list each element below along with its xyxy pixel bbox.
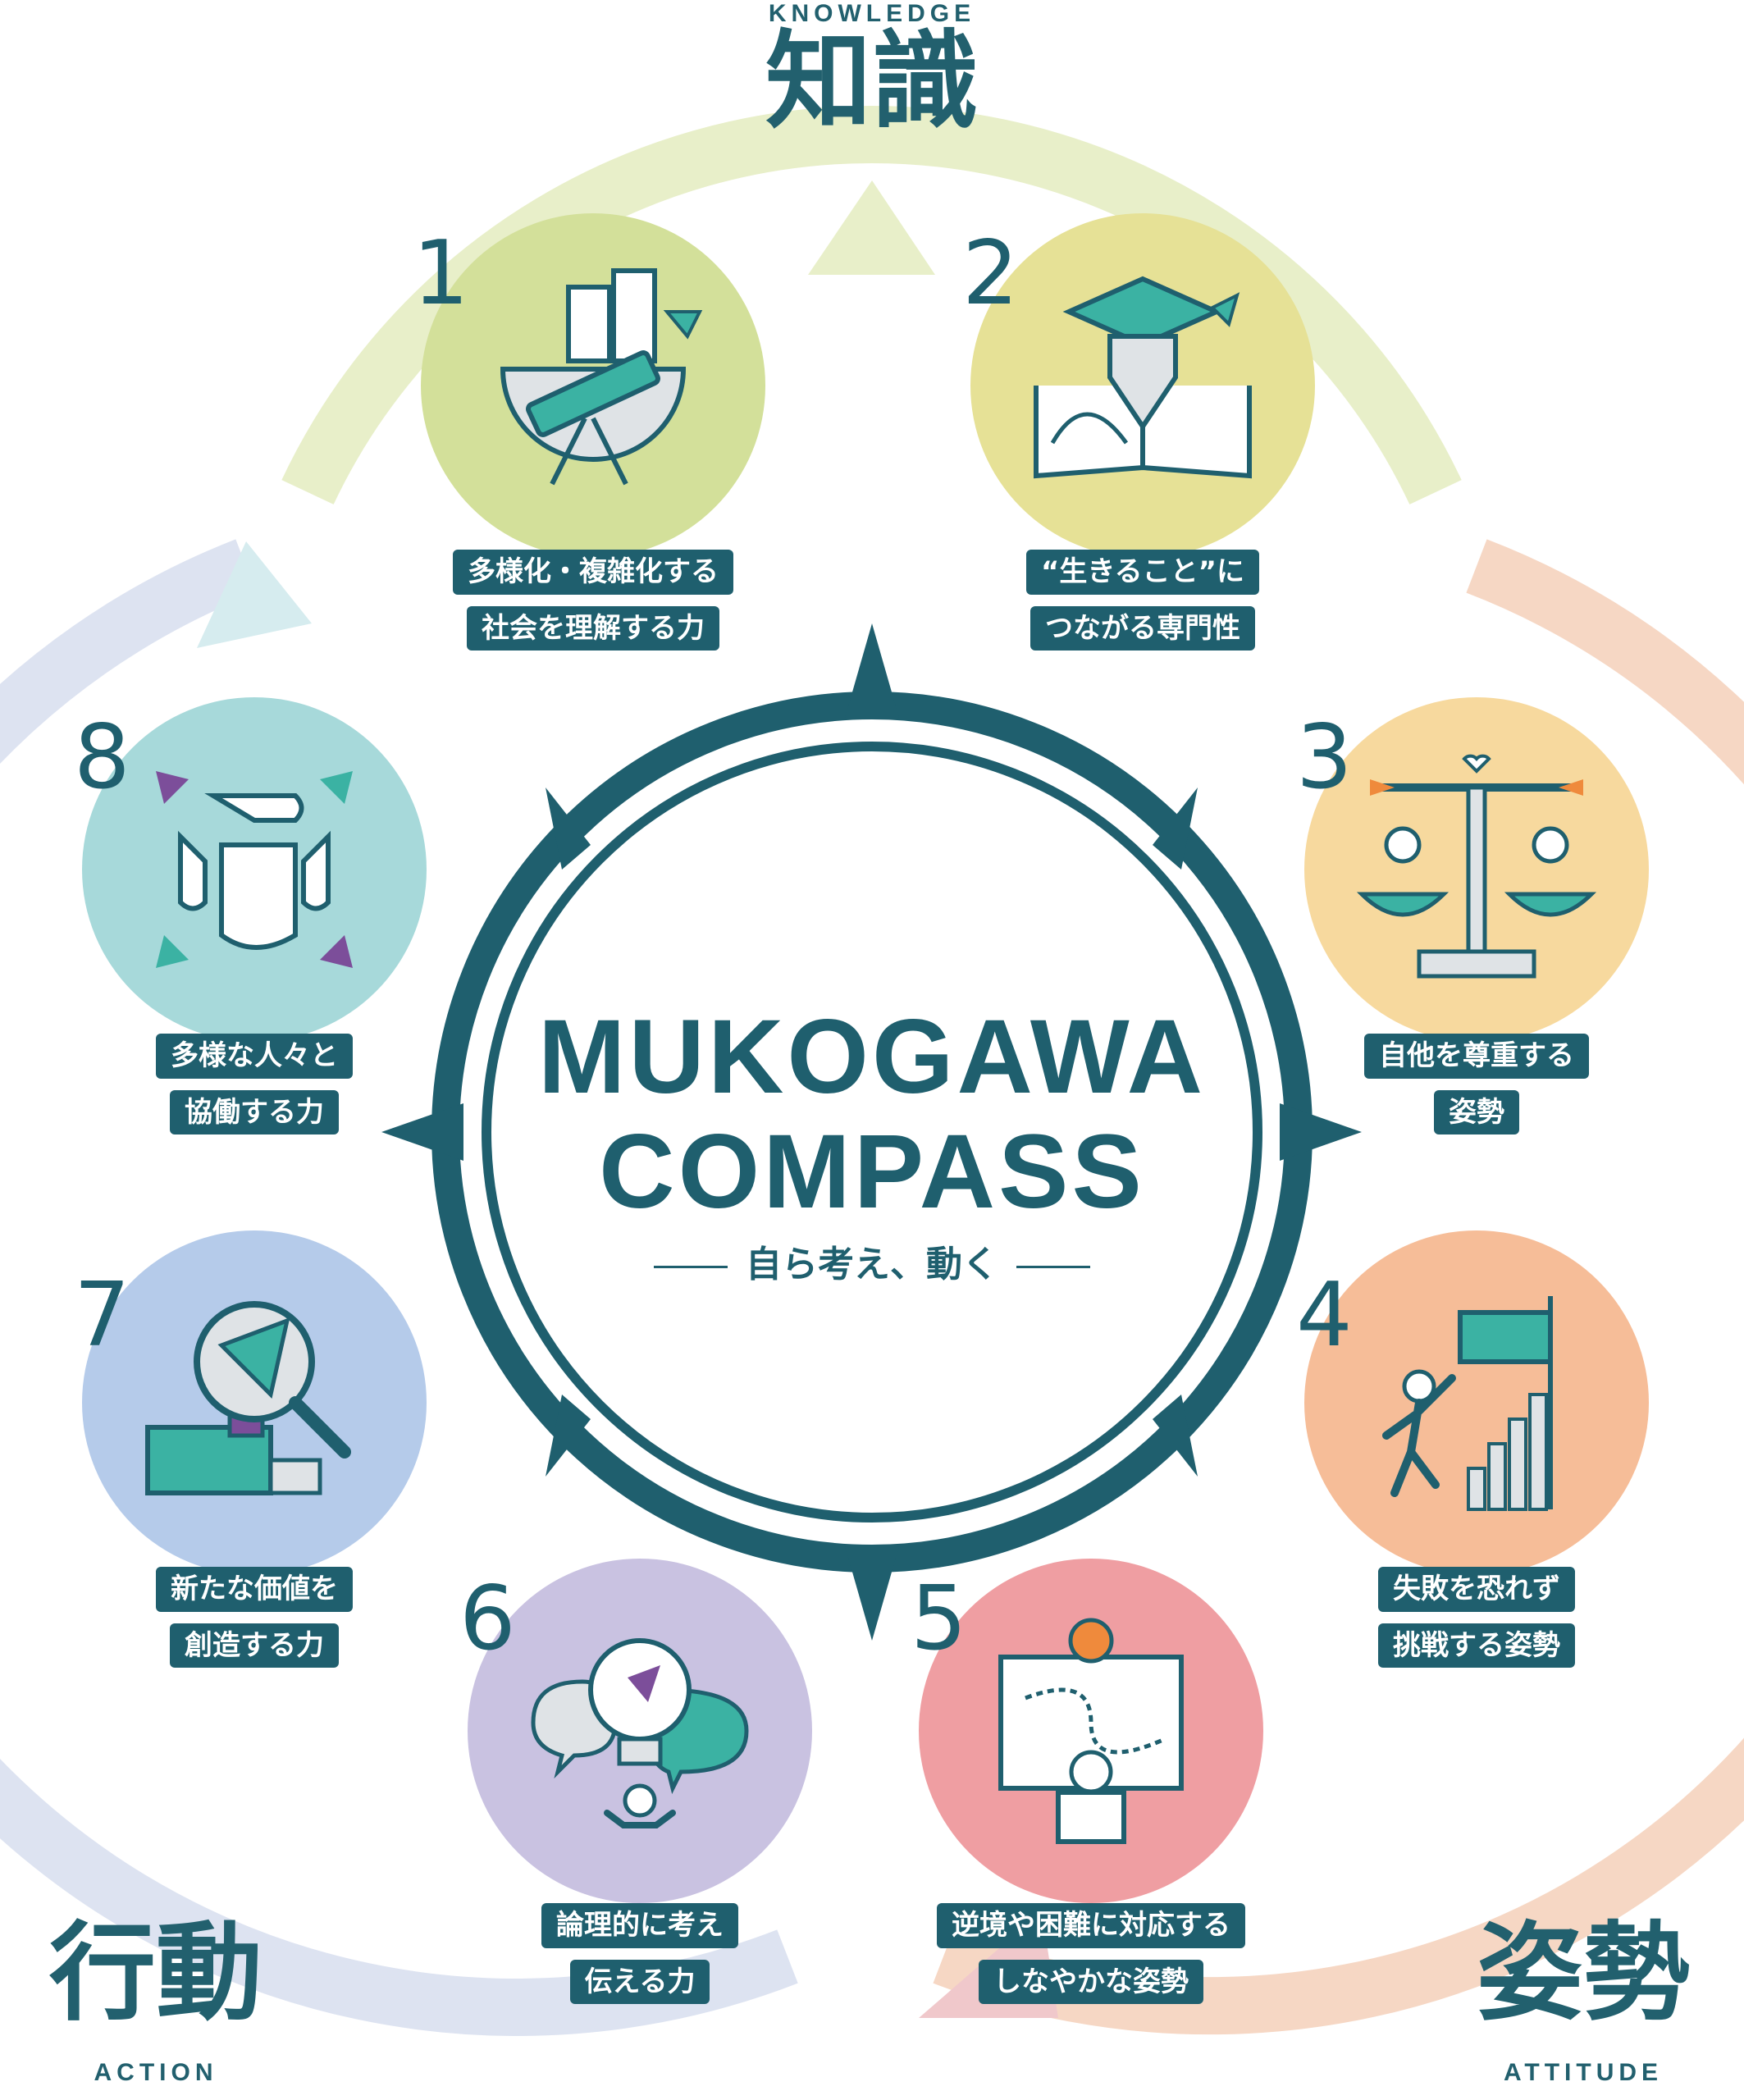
- compass-point-se: [1153, 1395, 1198, 1477]
- item-2-label-line2: つながる専門性: [1030, 605, 1255, 651]
- item-4-label-line1: 失敗を恐れず: [1378, 1567, 1575, 1612]
- item-3-label-line1: 自他を尊重する: [1364, 1034, 1589, 1079]
- category-action-ja: 行動: [48, 1911, 263, 2035]
- globe-telescope-icon: [500, 268, 703, 486]
- attitude-ring-arc: [933, 539, 1744, 2035]
- logo-tagline: 自ら考え、動く: [0, 1235, 1744, 1287]
- item-2-labels: “生きること”に つながる専門性: [954, 550, 1331, 651]
- item-5-labels: 逆境や困難に対応する しなやかな姿勢: [902, 1903, 1280, 2004]
- category-knowledge-ja: 知識: [765, 19, 979, 144]
- action-arrow-head: [197, 541, 312, 648]
- compass-point-sw: [546, 1395, 591, 1477]
- category-attitude: 姿勢 ATTITUDE: [1444, 1920, 1723, 2087]
- item-6-label-line1: 論理的に考え: [541, 1903, 738, 1948]
- item-6-labels: 論理的に考え 伝える力: [451, 1903, 829, 2004]
- compass-point-east: [1280, 1103, 1362, 1161]
- category-attitude-ja: 姿勢: [1476, 1911, 1690, 2035]
- item-5-label-line2: しなやかな姿勢: [979, 1959, 1203, 2004]
- item-4-labels: 失敗を恐れず 挑戦する姿勢: [1288, 1567, 1665, 1668]
- item-7-labels: 新たな価値を 創造する力: [66, 1567, 443, 1668]
- action-ring-arc: [0, 539, 798, 2036]
- item-3-label-line2: 姿勢: [1434, 1089, 1519, 1134]
- map-reader-icon: [998, 1618, 1184, 1844]
- item-7-number: 7: [74, 1264, 130, 1367]
- tagline-text: 自ら考え、動く: [746, 1244, 998, 1285]
- item-6-label-line2: 伝える力: [569, 1959, 710, 2004]
- item-8-label-line1: 多様な人々と: [156, 1034, 353, 1079]
- tagline-dash-right: [1016, 1265, 1090, 1268]
- compass-point-ne: [1153, 788, 1198, 870]
- item-3-labels: 自他を尊重する 姿勢: [1288, 1034, 1665, 1134]
- category-action: 行動 ACTION: [25, 1920, 287, 2087]
- compass-inner-ring: [482, 742, 1262, 1522]
- item-2-label-line1: “生きること”に: [1025, 550, 1259, 595]
- item-3-number: 3: [1296, 706, 1353, 809]
- item-7-label-line1: 新たな価値を: [156, 1567, 353, 1612]
- joined-hands-icon: [156, 771, 353, 968]
- category-action-en: ACTION: [94, 2059, 218, 2086]
- knowledge-ring-arc: [281, 106, 1462, 504]
- item-5-number: 5: [911, 1568, 967, 1670]
- climber-flag-icon: [1382, 1296, 1553, 1511]
- logo-line2: COMPASS: [599, 1113, 1145, 1230]
- item-1-labels: 多様化・複雑化する 社会を理解する力: [404, 550, 782, 651]
- item-8-label-line2: 協働する力: [170, 1089, 339, 1134]
- compass-point-north: [845, 623, 899, 718]
- item-5-label-line1: 逆境や困難に対応する: [937, 1903, 1245, 1948]
- item-8-number: 8: [74, 706, 130, 809]
- lightbulb-gears-icon: [531, 1638, 749, 1828]
- item-4-number: 4: [1296, 1264, 1353, 1367]
- compass-point-south: [845, 1546, 899, 1641]
- category-knowledge-en: KNOWLEDGE: [768, 0, 976, 27]
- item-1-number: 1: [413, 222, 469, 325]
- compass-point-west: [381, 1103, 463, 1161]
- magnifier-blocks-icon: [145, 1301, 351, 1495]
- item-2-number: 2: [962, 222, 1019, 325]
- item-1-label-line2: 社会を理解する力: [467, 605, 719, 651]
- item-7-label-line2: 創造する力: [170, 1623, 339, 1668]
- graduate-pen-book-icon: [1034, 276, 1252, 479]
- item-4-circle: [1304, 1230, 1649, 1575]
- item-4-label-line2: 挑戦する姿勢: [1378, 1623, 1575, 1668]
- category-attitude-en: ATTITUDE: [1503, 2059, 1664, 2086]
- tagline-dash-left: [654, 1265, 728, 1268]
- category-knowledge: KNOWLEDGE 知識: [708, 0, 1036, 135]
- logo-line1: MUKOGAWA: [537, 998, 1207, 1116]
- item-1-label-line1: 多様化・複雑化する: [453, 550, 733, 595]
- item-6-number: 6: [459, 1568, 516, 1670]
- item-8-labels: 多様な人々と 協働する力: [66, 1034, 443, 1134]
- compass-point-nw: [546, 788, 591, 870]
- knowledge-arrow-head: [808, 180, 935, 275]
- balance-scale-icon: [1356, 754, 1597, 979]
